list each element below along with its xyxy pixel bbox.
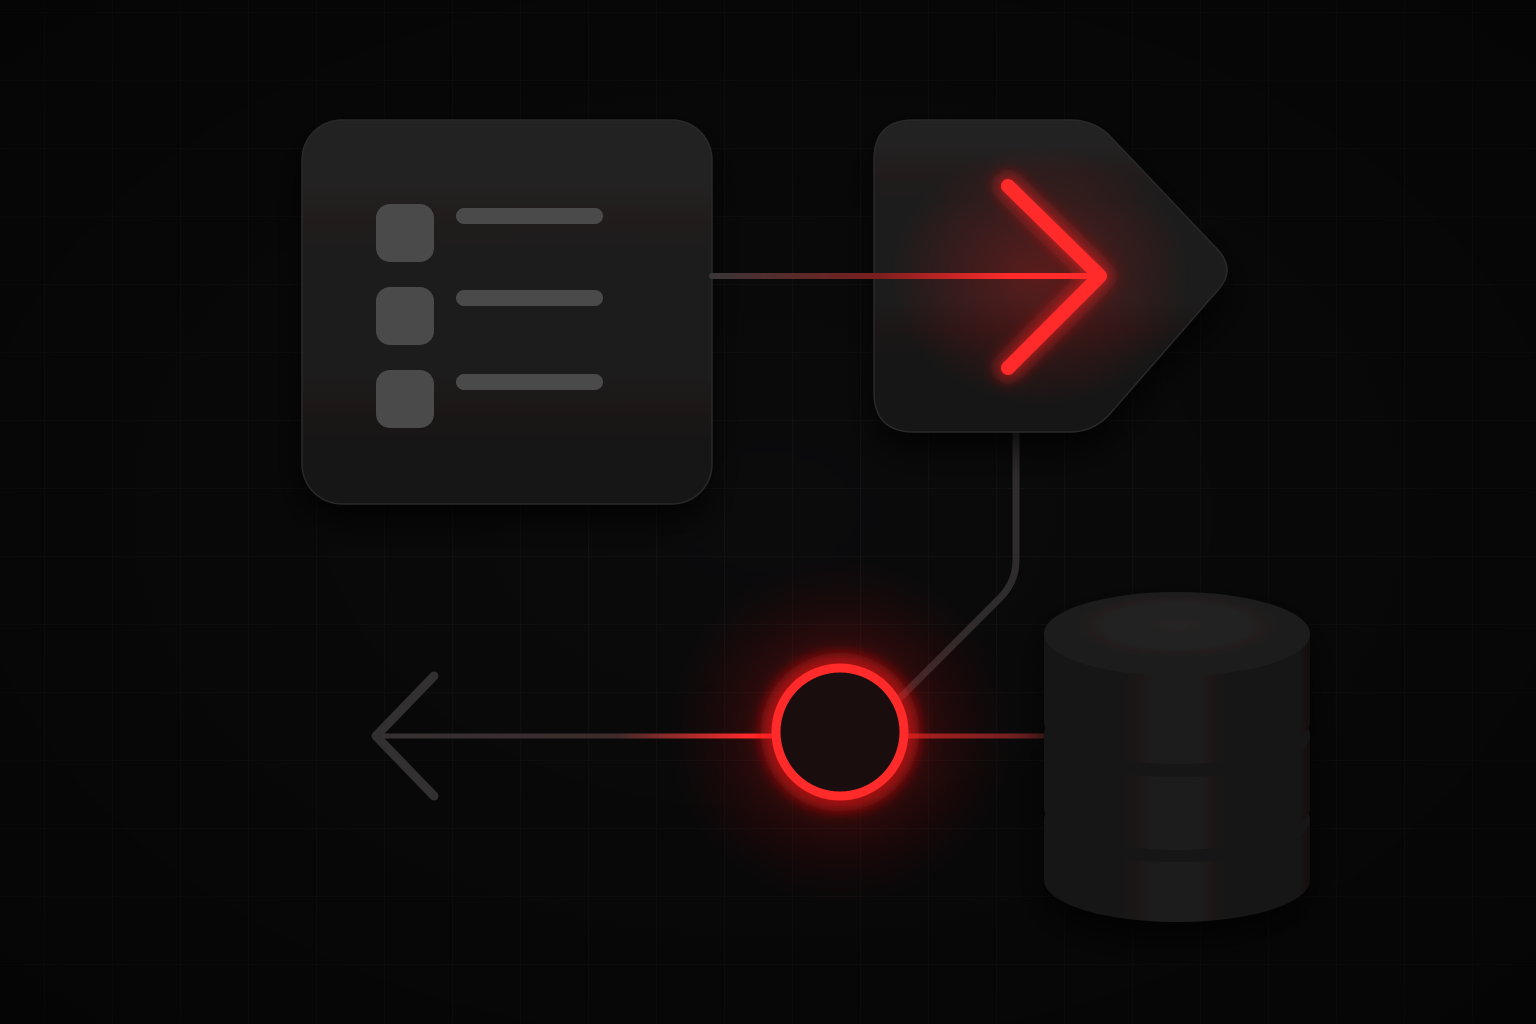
list-row [376,287,603,345]
list-card-edge [301,119,713,505]
list-row [376,370,603,428]
list-row [376,204,603,262]
connector-arrow-to-hub [888,426,1020,710]
arrow-left-icon [371,671,439,801]
arrow-right-icon [709,173,1113,381]
list-card [302,120,712,504]
database-icon [1044,592,1310,922]
arrow-card-edge [873,119,1228,433]
list-icon [376,204,603,428]
circle-icon [761,653,919,811]
